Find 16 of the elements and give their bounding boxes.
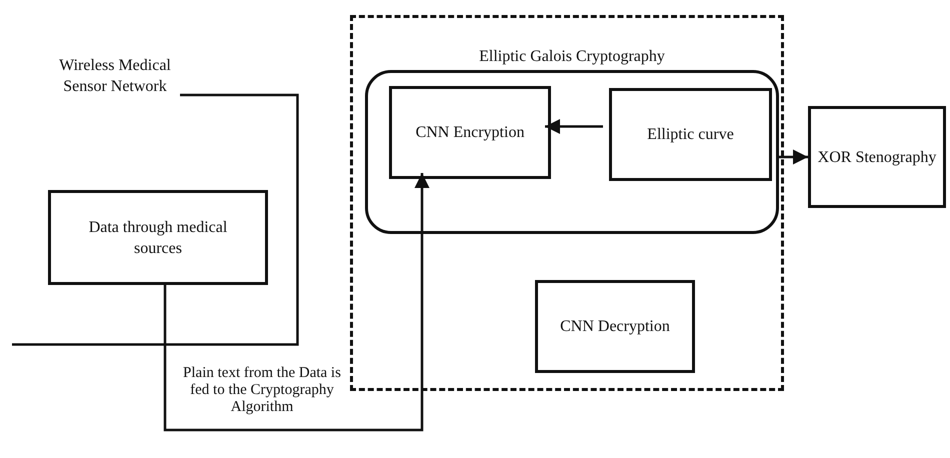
process-box [609, 88, 772, 181]
arrow [545, 119, 603, 134]
node-text: Elliptic Galois Cryptography [479, 47, 665, 67]
node-text: Wireless Medical Sensor Network [58, 56, 172, 97]
node-text: CNN Decryption [559, 317, 671, 337]
process-box [535, 280, 695, 373]
arrow [164, 173, 430, 432]
node-text: CNN Encryption [414, 123, 526, 143]
process-box [389, 86, 551, 179]
node-text: XOR Stenography [816, 148, 938, 168]
node-text: Elliptic curve [646, 125, 735, 145]
process-box [808, 106, 946, 208]
arrow [776, 150, 808, 164]
process-box [48, 190, 268, 285]
node-text: Data through medical sources [88, 218, 228, 258]
dashed-boundary [350, 15, 784, 391]
